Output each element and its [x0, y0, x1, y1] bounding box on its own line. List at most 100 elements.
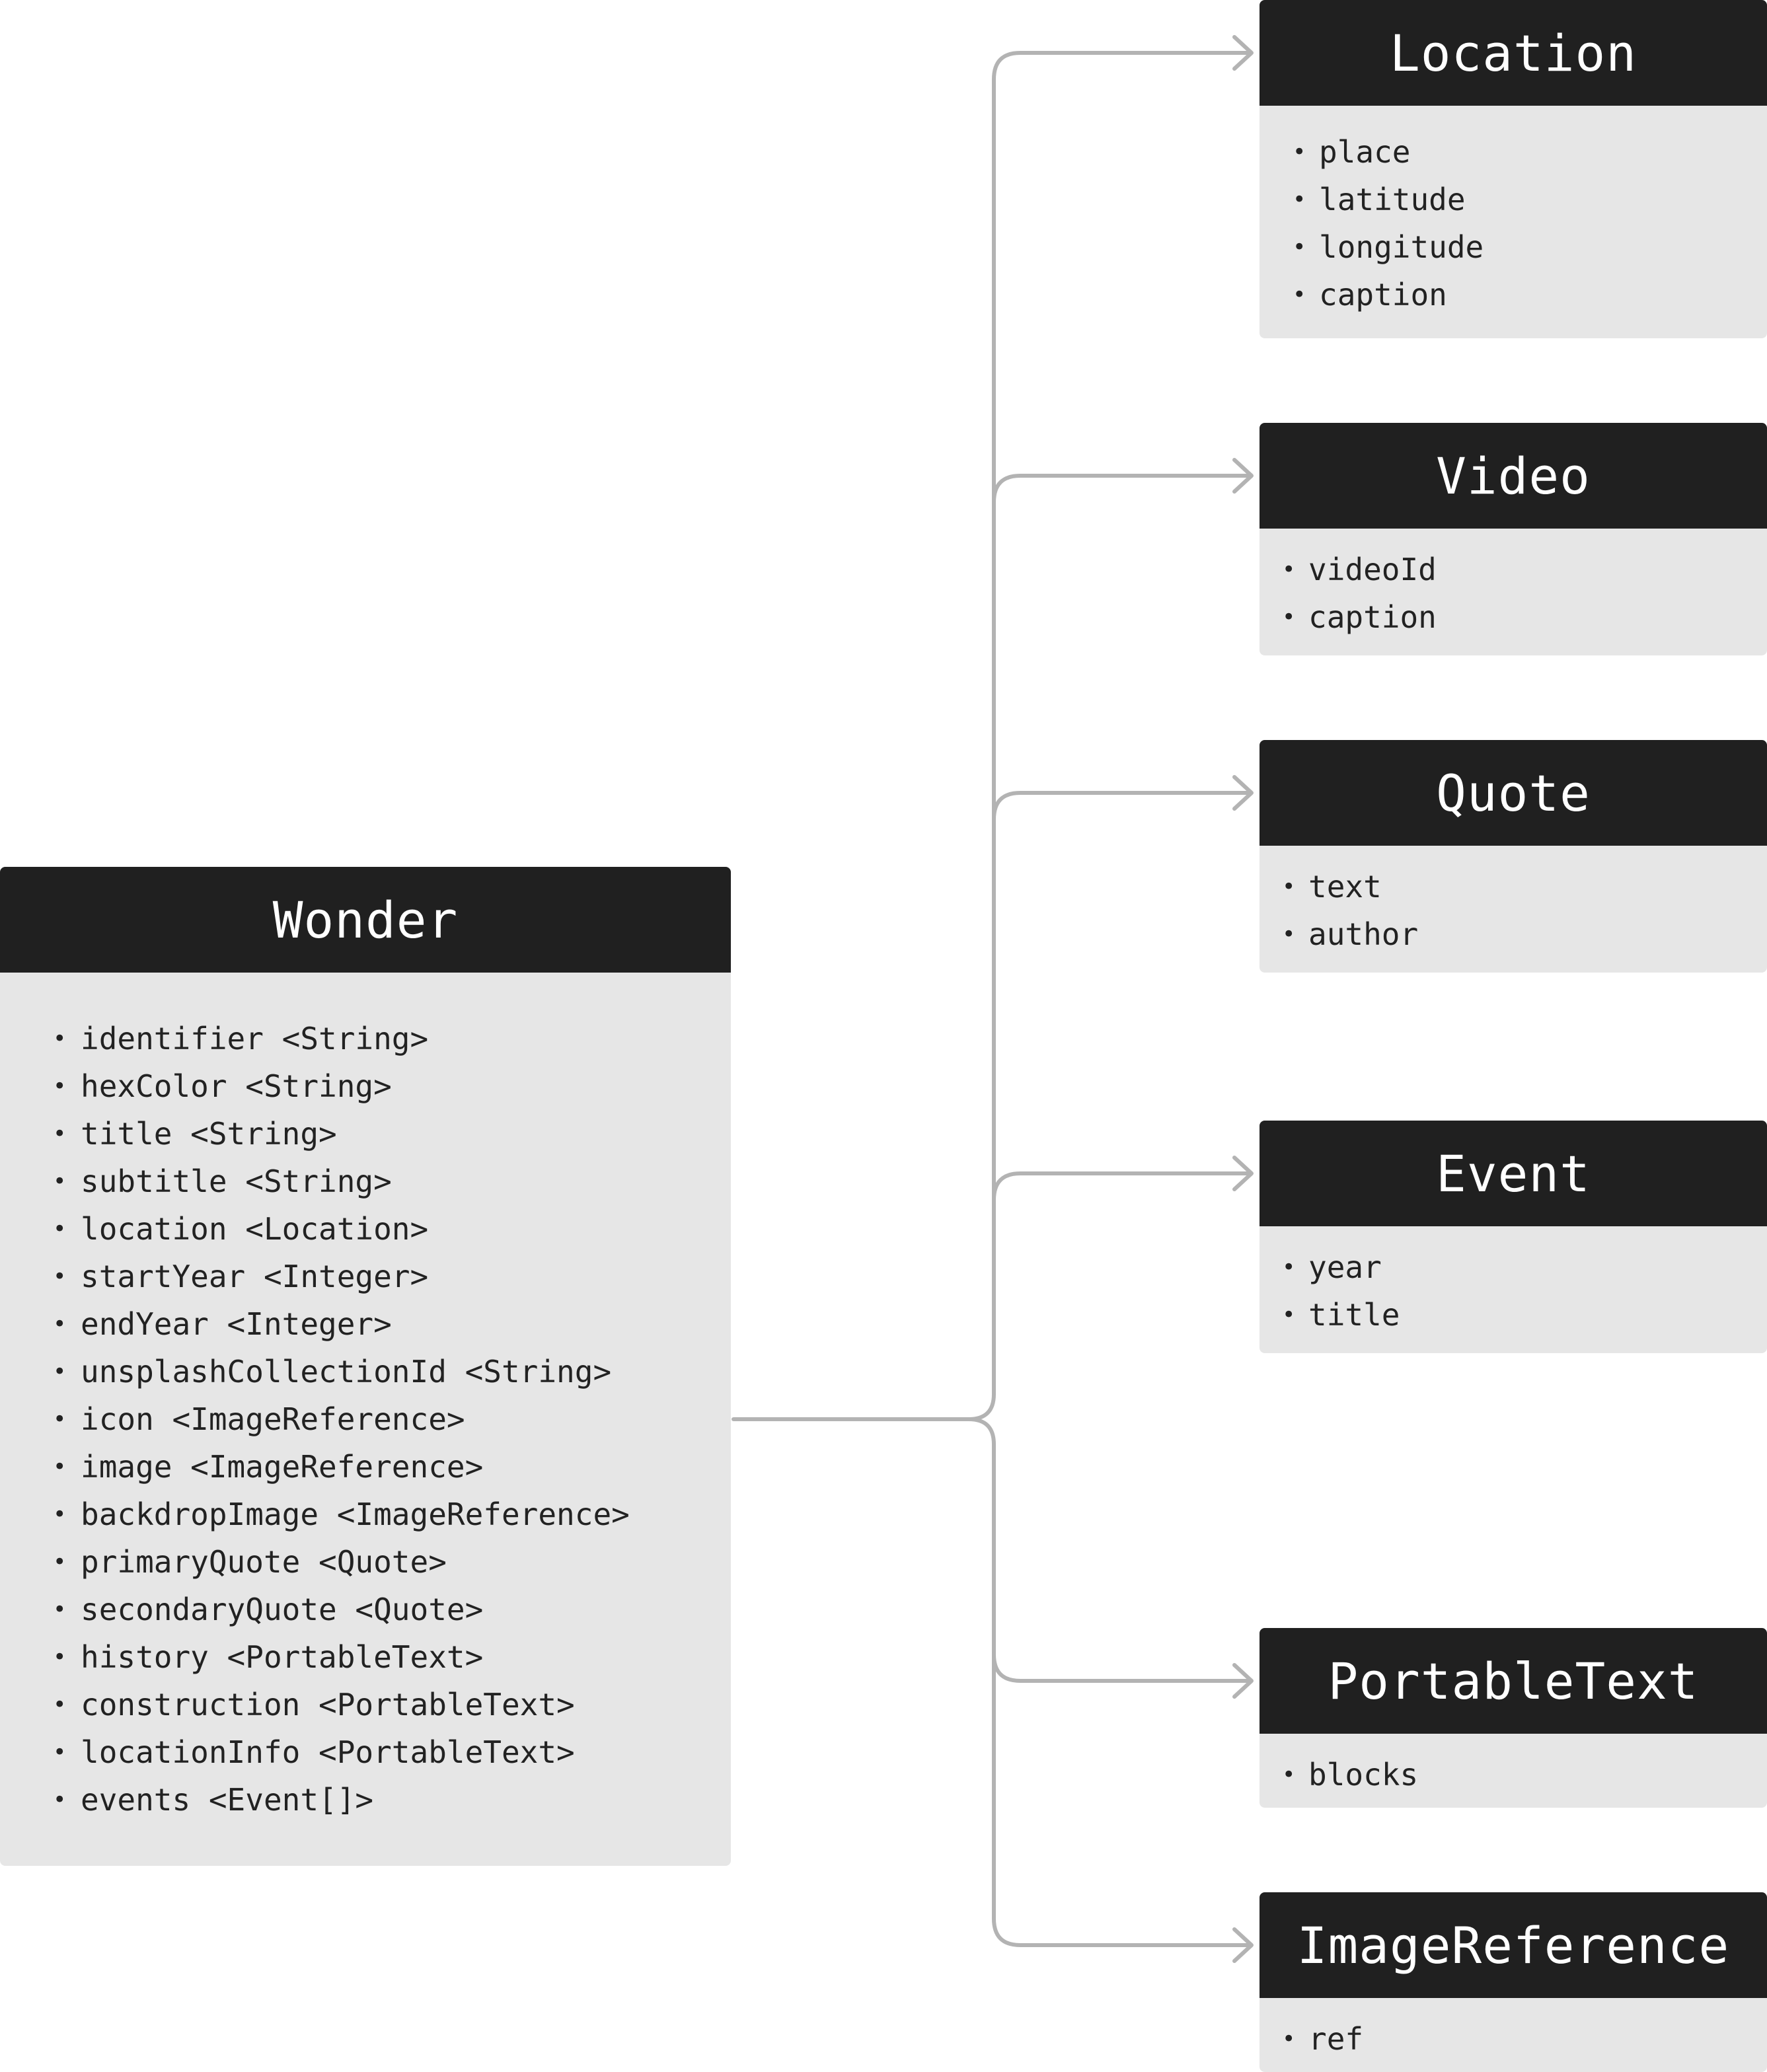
connector-to-event: [992, 1171, 1251, 1202]
bullet-icon: [53, 1728, 66, 1776]
field-label: latitude: [1319, 182, 1466, 217]
field-item: location <Location>: [0, 1205, 731, 1253]
field-item: endYear <Integer>: [0, 1300, 731, 1348]
field-item: image <ImageReference>: [0, 1443, 731, 1491]
field-label: blocks: [1308, 1757, 1419, 1793]
bullet-icon: [53, 1776, 66, 1824]
field-item: caption: [1259, 271, 1767, 318]
field-item: longitude: [1259, 223, 1767, 271]
arrowhead-portabletext: [1232, 1663, 1254, 1699]
bullet-icon: [53, 1538, 66, 1586]
field-label: icon <ImageReference>: [81, 1401, 465, 1437]
field-label: events <Event[]>: [81, 1782, 374, 1818]
bullet-icon: [1293, 271, 1306, 318]
entity-event: Event yeartitle: [1259, 1121, 1767, 1353]
field-item: ref: [1259, 2015, 1767, 2063]
arrowhead-event: [1232, 1156, 1254, 1191]
entity-location: Location placelatitudelongitudecaption: [1259, 0, 1767, 338]
entity-event-fields: year title: [1259, 1121, 1767, 1339]
entity-video-fields: videoId caption: [1259, 423, 1767, 641]
entity-video: Video videoId caption: [1259, 423, 1767, 655]
field-label: longitude: [1319, 229, 1484, 265]
entity-quote-fields: text author: [1259, 740, 1767, 958]
arrowhead-quote: [1232, 775, 1254, 811]
bullet-icon: [53, 1443, 66, 1491]
field-item: videoId: [1259, 546, 1767, 593]
field-label: year: [1308, 1249, 1382, 1285]
bullet-icon: [53, 1110, 66, 1158]
field-label: caption: [1308, 599, 1437, 635]
field-item: blocks: [1259, 1751, 1767, 1798]
entity-imagereference-title: ImageReference: [1259, 1892, 1767, 1998]
field-item: locationInfo <PortableText>: [0, 1728, 731, 1776]
bullet-icon: [1282, 1243, 1295, 1291]
field-item: primaryQuote <Quote>: [0, 1538, 731, 1586]
connector-wonder-lower-trunk: [967, 1417, 1251, 1947]
bullet-icon: [1293, 223, 1306, 271]
field-item: history <PortableText>: [0, 1633, 731, 1681]
field-label: backdropImage <ImageReference>: [81, 1497, 630, 1532]
bullet-icon: [53, 1062, 66, 1110]
field-label: location <Location>: [81, 1211, 429, 1247]
connector-wonder-trunk: [732, 51, 1251, 1421]
bullet-icon: [1293, 176, 1306, 223]
field-item: startYear <Integer>: [0, 1253, 731, 1300]
bullet-icon: [53, 1205, 66, 1253]
field-item: backdropImage <ImageReference>: [0, 1491, 731, 1538]
field-item: year: [1259, 1243, 1767, 1291]
entity-quote: Quote text author: [1259, 740, 1767, 973]
bullet-icon: [1282, 546, 1295, 593]
bullet-icon: [1282, 1751, 1295, 1798]
field-label: title: [1308, 1297, 1400, 1333]
field-label: videoId: [1308, 552, 1437, 587]
entity-video-title: Video: [1259, 423, 1767, 529]
field-item: hexColor <String>: [0, 1062, 731, 1110]
connector-to-portabletext: [992, 1652, 1251, 1683]
entity-portabletext: PortableText blocks: [1259, 1628, 1767, 1808]
bullet-icon: [1282, 910, 1295, 958]
connector-to-video: [992, 474, 1251, 504]
field-item: secondaryQuote <Quote>: [0, 1586, 731, 1633]
field-label: identifier <String>: [81, 1021, 429, 1056]
field-label: text: [1308, 869, 1382, 905]
bullet-icon: [53, 1300, 66, 1348]
entity-wonder-title: Wonder: [0, 867, 731, 973]
field-label: secondaryQuote <Quote>: [81, 1592, 484, 1627]
bullet-icon: [53, 1586, 66, 1633]
field-item: title <String>: [0, 1110, 731, 1158]
field-item: title: [1259, 1291, 1767, 1339]
field-label: construction <PortableText>: [81, 1687, 575, 1722]
field-item: text: [1259, 863, 1767, 910]
field-item: events <Event[]>: [0, 1776, 731, 1824]
field-label: hexColor <String>: [81, 1068, 392, 1104]
entity-portabletext-fields: blocks: [1259, 1628, 1767, 1798]
entity-location-fields: place latitude longitude caption: [1259, 0, 1767, 318]
field-label: endYear <Integer>: [81, 1306, 392, 1342]
bullet-icon: [53, 1015, 66, 1062]
field-item: construction <PortableText>: [0, 1681, 731, 1728]
field-item: author: [1259, 910, 1767, 958]
bullet-icon: [1282, 1291, 1295, 1339]
bullet-icon: [53, 1348, 66, 1395]
entity-wonder: Wonder identifier <String> hexColor <Stri…: [0, 867, 731, 1866]
field-label: author: [1308, 916, 1419, 952]
entity-quote-title: Quote: [1259, 740, 1767, 846]
arrowhead-location: [1232, 35, 1254, 71]
field-label: title <String>: [81, 1116, 337, 1152]
field-item: subtitle <String>: [0, 1158, 731, 1205]
field-label: ref: [1308, 2021, 1364, 2057]
entity-imagereference: ImageReference ref: [1259, 1892, 1767, 2072]
bullet-icon: [53, 1491, 66, 1538]
bullet-icon: [53, 1158, 66, 1205]
entity-imagereference-fields: ref: [1259, 1892, 1767, 2063]
field-label: locationInfo <PortableText>: [81, 1734, 575, 1770]
arrowhead-imagereference: [1232, 1927, 1254, 1963]
arrowhead-video: [1232, 458, 1254, 494]
field-label: startYear <Integer>: [81, 1259, 429, 1294]
field-label: primaryQuote <Quote>: [81, 1544, 447, 1580]
bullet-icon: [53, 1253, 66, 1300]
field-item: place: [1259, 128, 1767, 176]
connector-to-quote: [992, 791, 1251, 821]
bullet-icon: [1282, 2015, 1295, 2063]
